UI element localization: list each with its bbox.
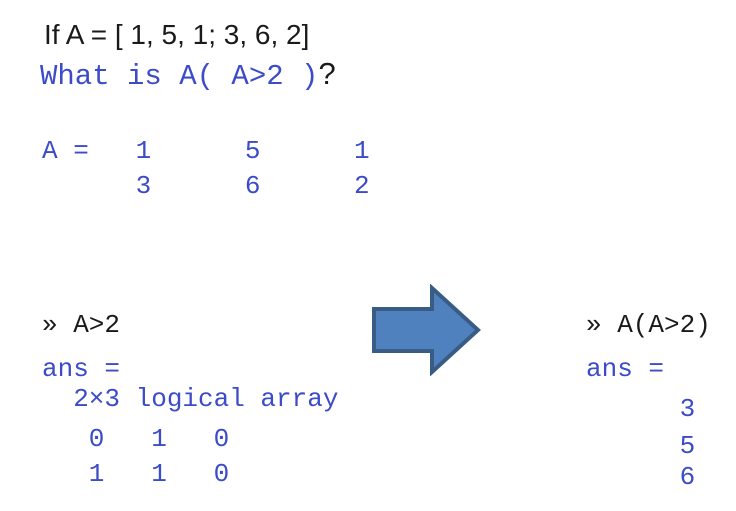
question-line: What is A( A>2 )? [40,56,336,93]
question-code: What is A( A>2 ) [40,60,319,93]
right-console-prompt: » A(A>2) [586,310,711,340]
left-console-ans-label: ans = [42,354,121,384]
matrix-a-row-1: A = 1 5 1 [42,136,370,166]
right-console-ans-label: ans = [586,354,665,384]
matrix-a-row-2: 3 6 2 [42,171,370,201]
right-console-value-1: 3 [586,394,696,424]
right-arrow-icon [372,284,481,376]
right-console-value-2: 5 [586,431,696,461]
left-console-row-1: 0 1 0 [42,424,230,454]
left-console-prompt: » A>2 [42,310,121,340]
left-console-row-2: 1 1 0 [42,459,230,489]
left-console-size-line: 2×3 logical array [42,384,339,414]
question-mark: ? [318,56,336,91]
right-console-value-3: 6 [586,462,696,492]
condition-statement: If A = [ 1, 5, 1; 3, 6, 2] [44,19,310,50]
right-arrow-shape [372,284,481,376]
